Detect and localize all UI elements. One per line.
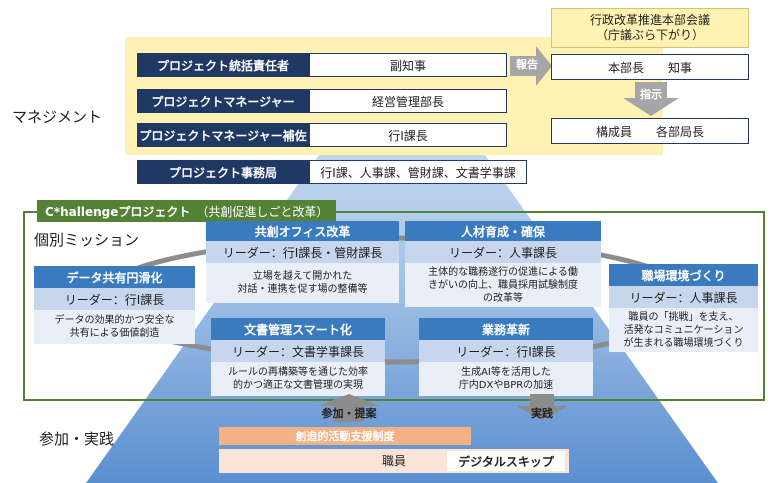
participation-up-arrow <box>318 394 380 422</box>
mission-bunsho-desc: ルールの再構築等を通じた効率 的かつ適正な文書管理の実現 <box>211 362 385 396</box>
hq-title-line2: （庁議ぶら下がり） <box>595 28 704 42</box>
role-project-manager: プロジェクトマネージャー <box>137 89 309 113</box>
person-project-manager: 経営管理部長 <box>309 89 507 113</box>
mission-jinzai-desc: 主体的な職務遂行の促進による働 きがいの向上、職員採用試験制度 の改革等 <box>405 263 601 307</box>
instruct-label: 指示 <box>640 88 662 101</box>
mission-bunsho-leader: リーダー：文書学事課長 <box>211 340 385 362</box>
mission-gyomu-desc: 生成AI等を活用した 庁内DXやBPRの加速 <box>419 362 593 396</box>
mission-shokuba-desc: 職員の「挑戦」を支え、 活発なコミュニケーション が生まれる職場環境づくり <box>609 308 758 352</box>
report-label: 報告 <box>516 58 538 71</box>
mission-shokuba-leader: リーダー：人事課長 <box>609 286 758 308</box>
mission-kyoso-leader: リーダー：行I課長・管財課長 <box>206 241 399 263</box>
hq-title-line1: 行政改革推進本部会議 <box>589 13 710 27</box>
mission-data-leader: リーダー：行I課長 <box>34 288 195 310</box>
management-label: マネジメント <box>12 108 103 126</box>
mission-jinzai-title: 人材育成・確保 <box>405 221 601 241</box>
mission-gyomu-title: 業務革新 <box>419 318 593 340</box>
mission-gyomu-leader: リーダー：行I課長 <box>419 340 593 362</box>
mission-kyoso-title: 共創オフィス改革 <box>206 221 399 241</box>
instruct-arrow <box>623 82 679 116</box>
mission-shokuba-title: 職場環境づくり <box>609 264 758 286</box>
participation-label: 参加・実践 <box>39 430 115 448</box>
mission-data-desc: データの効果的かつ安全な 共有による価値創造 <box>34 310 195 344</box>
staff-label: 職員 <box>382 454 407 468</box>
hq-members-box: 構成員 各部局長 <box>551 118 749 144</box>
office-members: 行I課、人事課、管財課、文書学事課 <box>309 160 527 184</box>
practice-down-arrow <box>516 394 568 420</box>
mission-data-title: データ共有円滑化 <box>34 266 195 288</box>
person-project-manager-assistant: 行I課長 <box>309 123 507 147</box>
mission-kyoso-desc: 立場を越えて開かれた 対話・連携を促す場の整備等 <box>206 263 399 303</box>
mission-bunsho-title: 文書管理スマート化 <box>211 318 385 340</box>
mission-jinzai-leader: リーダー：人事課長 <box>405 241 601 263</box>
participation-proposal-label: 参加・提案 <box>321 407 377 420</box>
hq-head-box: 本部長 知事 <box>551 54 749 80</box>
report-arrow <box>510 46 552 86</box>
role-project-office: プロジェクト事務局 <box>137 160 309 184</box>
creative-activity-support-bar: 創造的活動支援制度 <box>219 427 471 445</box>
person-project-director: 副知事 <box>309 53 507 77</box>
challenge-title: C*hallengeプロジェクト <box>45 204 191 219</box>
digital-skip-box: デジタルスキップ <box>447 451 565 471</box>
hq-meeting-title-box: 行政改革推進本部会議 （庁議ぶら下がり） <box>551 8 749 48</box>
individual-mission-label: 個別ミッション <box>34 231 140 249</box>
role-project-manager-assistant: プロジェクトマネージャー補佐 <box>137 123 309 147</box>
challenge-project-frame <box>23 211 765 401</box>
role-project-director: プロジェクト統括責任者 <box>137 53 309 77</box>
challenge-subtitle: （共創促進しごと改革） <box>196 204 329 219</box>
practice-label: 実践 <box>531 407 553 420</box>
challenge-project-header: C*hallengeプロジェクト （共創促進しごと改革） <box>37 200 337 222</box>
